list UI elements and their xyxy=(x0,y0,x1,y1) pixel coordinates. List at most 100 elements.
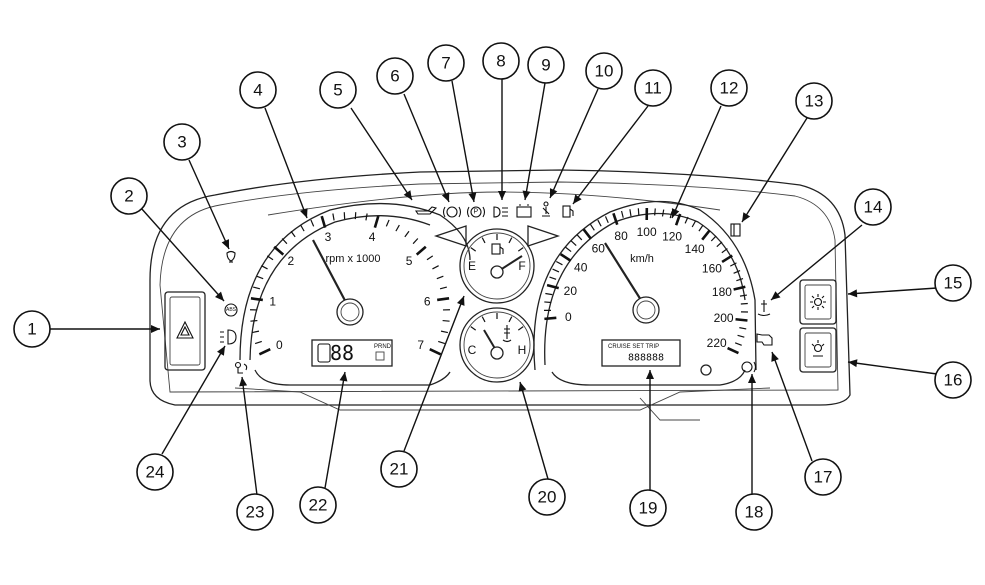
tachometer-scale-label: 3 xyxy=(325,230,332,244)
callout-number: 16 xyxy=(944,371,963,390)
callout-24: 24 xyxy=(136,453,174,491)
hazard-button[interactable] xyxy=(164,291,206,371)
speedometer-scale-tick xyxy=(701,229,711,241)
callout-circle xyxy=(163,123,201,161)
tachometer-scale-tick xyxy=(250,297,264,302)
callout-circle xyxy=(319,71,357,109)
speedometer-scale-tick xyxy=(570,240,577,246)
callout-3: 3 xyxy=(163,123,201,161)
callout-20: 20 xyxy=(528,478,566,516)
speedometer-scale-tick xyxy=(684,216,689,224)
temp-gauge-ticks xyxy=(470,313,524,331)
tachometer-scale-tick xyxy=(373,215,380,228)
callout-circle xyxy=(804,458,842,496)
instrument-brightness-up-icon xyxy=(810,294,826,310)
leader-arrowhead xyxy=(848,289,858,298)
tachometer-scale-tick xyxy=(432,265,439,270)
speedometer-scale-tick xyxy=(555,260,563,266)
speedometer-scale-tick xyxy=(733,270,741,274)
leader-arrowhead xyxy=(671,208,680,218)
temp-gauge-tick xyxy=(508,316,513,323)
speedometer-scale-tick xyxy=(691,220,697,228)
speedometer-scale-tick xyxy=(597,219,602,227)
speedometer-ticks xyxy=(543,207,748,355)
fuel-gauge: E F xyxy=(433,225,561,304)
callout-circle xyxy=(795,82,833,120)
callout-circle xyxy=(527,46,565,84)
brightness-up-button[interactable] xyxy=(799,279,837,325)
leader-arrowhead xyxy=(457,296,465,306)
callout-number: 23 xyxy=(246,503,265,522)
speedometer-scale-tick xyxy=(604,216,609,224)
coolant-temp-icon xyxy=(757,300,771,317)
instrument-brightness-down-icon xyxy=(811,340,825,357)
speedometer-scale-tick xyxy=(544,301,552,304)
tachometer-scale-tick xyxy=(438,340,446,345)
tachometer-ticks xyxy=(250,212,450,356)
callout-circle xyxy=(482,42,520,80)
leader-arrowhead xyxy=(742,212,751,222)
svg-text:ABS: ABS xyxy=(226,307,237,313)
speedometer-scale-label: 180 xyxy=(712,285,732,299)
tachometer-scale-tick xyxy=(281,238,288,245)
speedometer-scale-label: 20 xyxy=(564,284,578,298)
front-fog-lamp-icon xyxy=(220,329,237,345)
leader-arrowhead xyxy=(549,188,558,198)
traction-control-icon xyxy=(741,361,757,373)
callout-6: 6 xyxy=(376,57,414,95)
seatbelt-icon xyxy=(542,201,550,217)
speedometer-scale-label: 140 xyxy=(685,242,705,256)
callout-13: 13 xyxy=(795,82,833,120)
door-ajar-lamp xyxy=(730,223,741,237)
leader-arrowhead xyxy=(771,352,779,362)
brightness-down-button[interactable] xyxy=(799,327,837,373)
fuel-low-icon xyxy=(562,205,574,218)
callout-number: 15 xyxy=(944,274,963,293)
callout-number: 14 xyxy=(864,198,883,217)
temp-hot-label: H xyxy=(518,343,527,357)
callout-number: 9 xyxy=(541,56,550,75)
speedometer-scale-label: 220 xyxy=(707,336,727,350)
battery-icon xyxy=(516,204,532,218)
callout-circle xyxy=(934,264,972,302)
speedometer-scale-tick xyxy=(582,228,592,240)
tachometer-scale-tick xyxy=(256,275,264,280)
tachometer-scale-label: 7 xyxy=(417,338,424,352)
temp-gauge-tick xyxy=(470,326,477,331)
callout-circle xyxy=(710,69,748,107)
speedometer-scale-tick xyxy=(629,209,632,217)
callout-21: 21 xyxy=(380,450,418,488)
speedometer-scale-tick xyxy=(737,334,745,338)
tachometer-scale-tick xyxy=(429,348,442,356)
callout-circle xyxy=(236,493,274,531)
speedometer-scale-tick xyxy=(721,254,733,264)
tachometer-scale-tick xyxy=(412,238,419,245)
speedometer-scale-tick xyxy=(733,285,746,291)
tachometer-scale-tick xyxy=(332,213,335,221)
tachometer-scale-tick xyxy=(385,219,390,227)
speedometer-scale-label: 120 xyxy=(662,229,682,243)
callout-5: 5 xyxy=(319,71,357,109)
fuel-gauge-tick xyxy=(517,247,524,252)
callout-7: 7 xyxy=(427,44,465,82)
leader-arrowhead xyxy=(215,291,224,301)
odometer-digits: 888888 xyxy=(628,353,664,364)
speedometer-scale-tick xyxy=(559,253,572,262)
speedometer-scale-tick xyxy=(739,294,747,297)
leader-arrowhead xyxy=(300,208,308,218)
fuel-pump-icon xyxy=(491,243,504,255)
trip-reset-knob[interactable] xyxy=(700,364,712,376)
callout-number: 12 xyxy=(720,79,739,98)
callout-circle xyxy=(934,361,972,399)
tachometer-scale-tick xyxy=(273,245,285,256)
tachometer-scale-tick xyxy=(250,319,258,322)
tachometer-needle xyxy=(312,239,351,311)
fuel-gauge-tick xyxy=(470,247,477,252)
fuel-gauge-ticks xyxy=(470,234,524,252)
speedometer-scale-tick xyxy=(545,292,553,296)
speedometer-scale-tick xyxy=(620,210,624,218)
svg-text:88: 88 xyxy=(330,341,354,365)
tachometer-scale-tick xyxy=(436,275,444,280)
tachometer-scale-label: 1 xyxy=(269,294,276,308)
temp-cold-label: C xyxy=(468,343,477,357)
